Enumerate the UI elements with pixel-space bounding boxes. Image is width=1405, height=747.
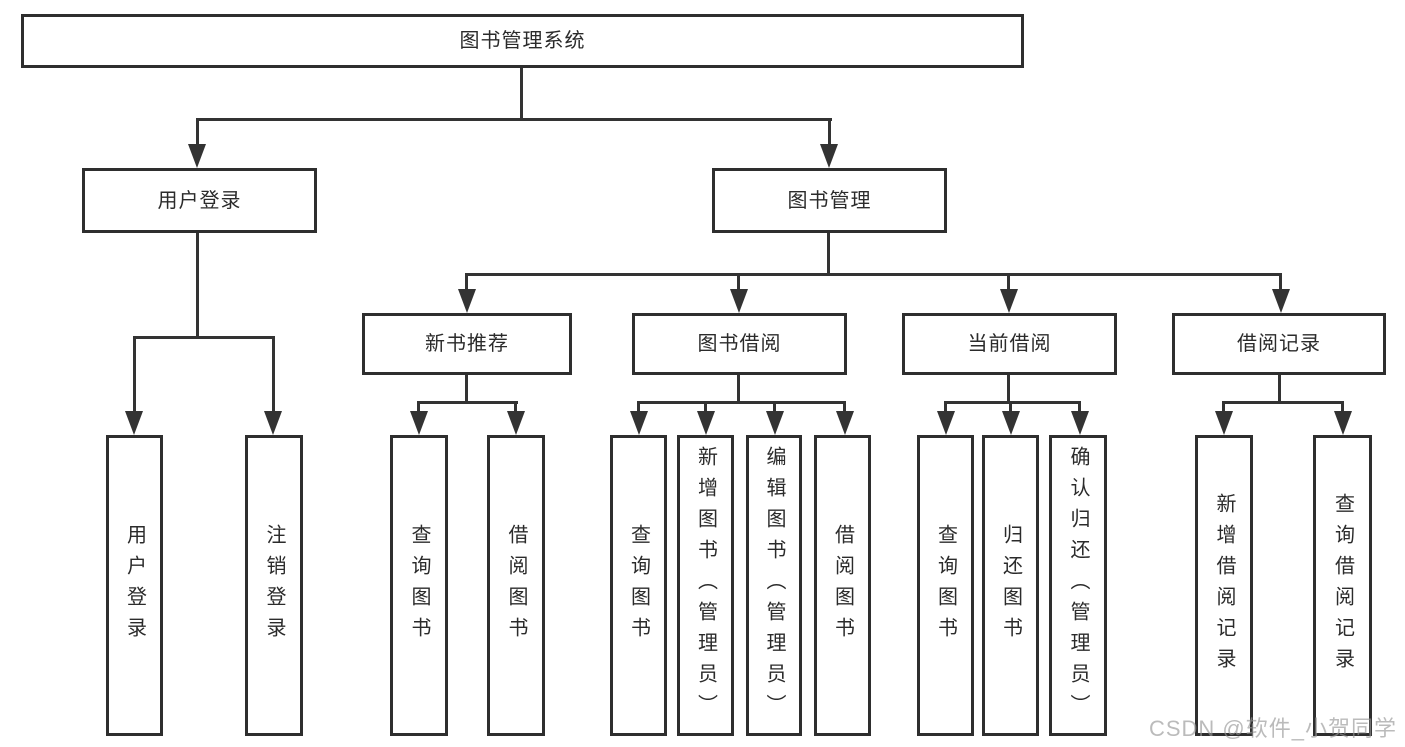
connector-line	[773, 401, 776, 417]
arrow-down-icon	[1272, 289, 1290, 313]
leaf-current-return-books: 归还图书	[982, 435, 1039, 736]
node-book-borrow: 图书借阅	[632, 313, 847, 375]
arrow-down-icon	[697, 411, 715, 435]
arrow-down-icon	[836, 411, 854, 435]
arrow-down-icon	[458, 289, 476, 313]
connector-line	[514, 401, 517, 417]
connector-line	[737, 273, 740, 295]
connector-line	[944, 401, 947, 417]
leaf-borrow-add-books-admin: 新增图书（管理员）	[677, 435, 734, 736]
leaf-current-confirm-return-admin: 确认归还（管理员）	[1049, 435, 1107, 736]
arrow-down-icon	[1334, 411, 1352, 435]
connector-line	[1278, 375, 1281, 404]
leaf-newbook-borrow-books: 借阅图书	[487, 435, 545, 736]
connector-line	[1009, 401, 1012, 417]
connector-line	[1341, 401, 1344, 417]
connector-line	[944, 401, 1081, 404]
arrow-down-icon	[188, 144, 206, 168]
connector-line	[1007, 273, 1010, 295]
arrow-down-icon	[730, 289, 748, 313]
connector-line	[737, 375, 740, 404]
node-borrow-record: 借阅记录	[1172, 313, 1386, 375]
connector-line	[133, 336, 275, 339]
leaf-logout: 注销登录	[245, 435, 303, 736]
node-current-borrow: 当前借阅	[902, 313, 1117, 375]
connector-line	[637, 401, 640, 417]
connector-line	[196, 118, 832, 121]
leaf-borrow-edit-books-admin: 编辑图书（管理员）	[746, 435, 802, 736]
connector-line	[1222, 401, 1225, 417]
leaf-current-query-books: 查询图书	[917, 435, 974, 736]
connector-line	[133, 336, 136, 416]
node-user-login: 用户登录	[82, 168, 317, 233]
connector-line	[1222, 401, 1344, 404]
leaf-newbook-query-books: 查询图书	[390, 435, 448, 736]
node-new-book-recommend: 新书推荐	[362, 313, 572, 375]
leaf-user-login: 用户登录	[106, 435, 163, 736]
arrow-down-icon	[1215, 411, 1233, 435]
arrow-down-icon	[766, 411, 784, 435]
arrow-down-icon	[410, 411, 428, 435]
arrow-down-icon	[264, 411, 282, 435]
connector-line	[827, 233, 830, 276]
arrow-down-icon	[125, 411, 143, 435]
leaf-borrow-query-books: 查询图书	[610, 435, 667, 736]
connector-line	[465, 375, 468, 404]
connector-line	[520, 68, 523, 121]
leaf-record-query-record: 查询借阅记录	[1313, 435, 1372, 736]
connector-line	[1279, 273, 1282, 295]
connector-line	[417, 401, 518, 404]
arrow-down-icon	[1002, 411, 1020, 435]
arrow-down-icon	[937, 411, 955, 435]
leaf-record-add-record: 新增借阅记录	[1195, 435, 1253, 736]
node-root-system: 图书管理系统	[21, 14, 1024, 68]
arrow-down-icon	[507, 411, 525, 435]
arrow-down-icon	[1071, 411, 1089, 435]
connector-line	[843, 401, 846, 417]
connector-line	[272, 336, 275, 416]
connector-line	[196, 118, 199, 150]
connector-line	[828, 118, 831, 150]
connector-line	[465, 273, 468, 295]
connector-line	[465, 273, 1282, 276]
leaf-borrow-borrow-books: 借阅图书	[814, 435, 871, 736]
connector-line	[417, 401, 420, 417]
node-book-management: 图书管理	[712, 168, 947, 233]
connector-line	[1007, 375, 1010, 404]
connector-line	[196, 233, 199, 339]
connector-line	[1078, 401, 1081, 417]
connector-line	[704, 401, 707, 417]
arrow-down-icon	[820, 144, 838, 168]
arrow-down-icon	[630, 411, 648, 435]
connector-line	[637, 401, 846, 404]
arrow-down-icon	[1000, 289, 1018, 313]
